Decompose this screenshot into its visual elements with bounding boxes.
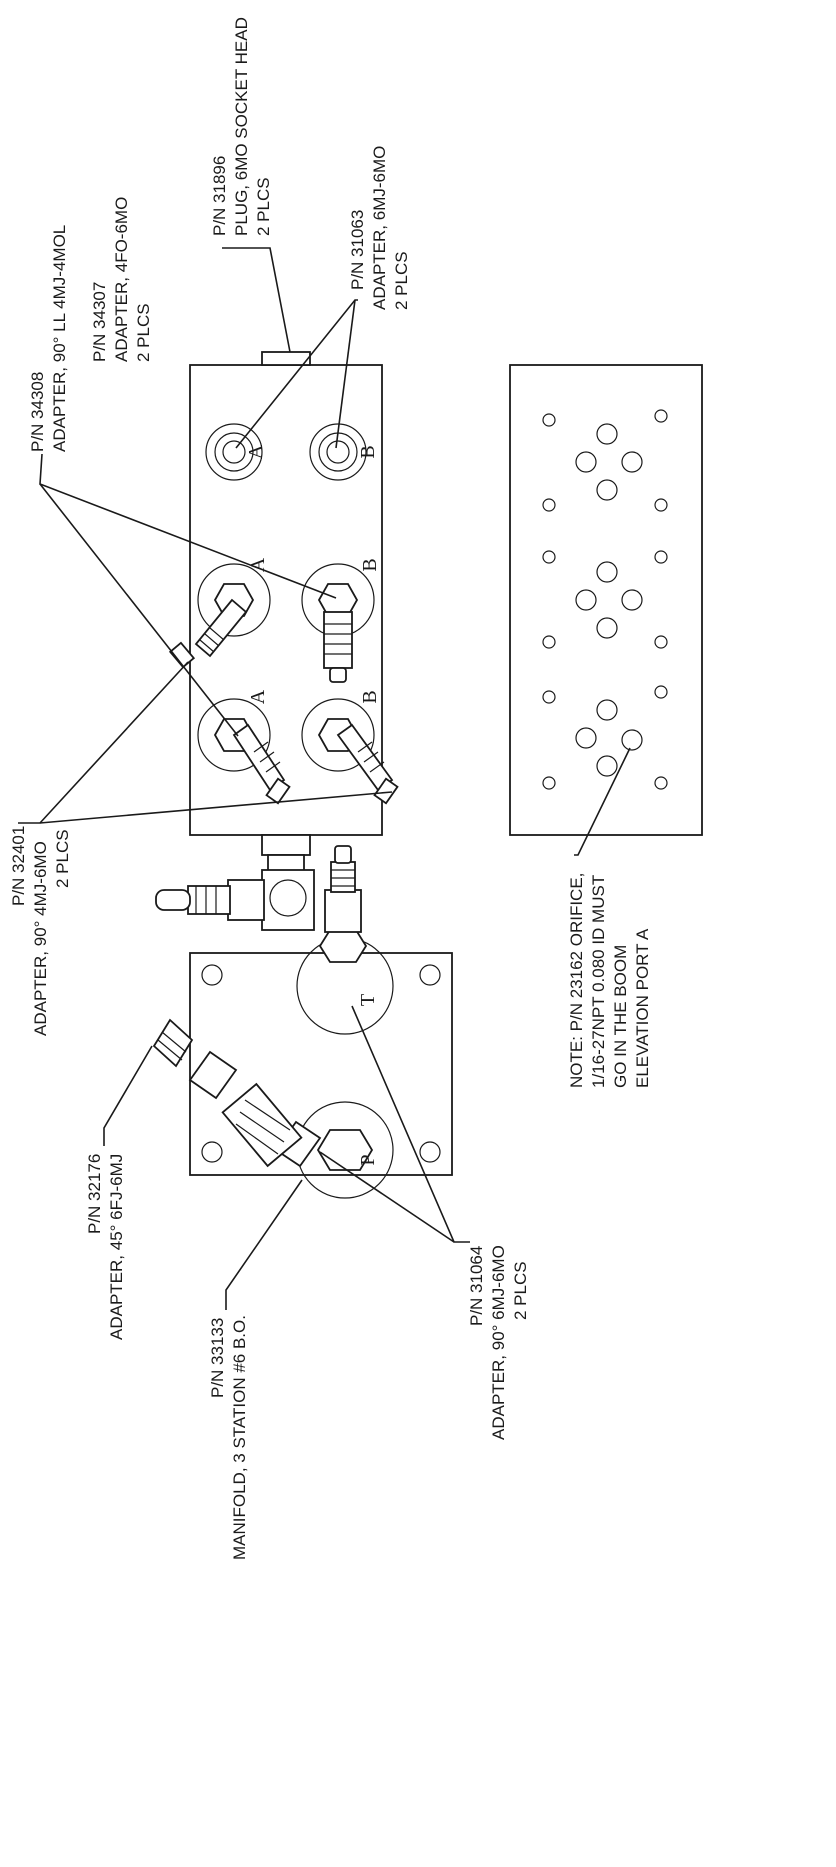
port-label-b2: B	[359, 558, 381, 571]
callout-p34307-line1: P/N 34307	[90, 282, 109, 362]
station-1-ports	[205, 423, 367, 481]
port-label-b1: B	[357, 445, 379, 458]
port-label-b3: B	[359, 690, 381, 703]
callout-p31896-line1: P/N 31896	[210, 156, 229, 236]
fittings-small-block	[152, 845, 374, 1171]
callout-p31064-line3: 2 PLCS	[511, 1261, 530, 1320]
callout-p33133: P/N 33133 MANIFOLD, 3 STATION #6 B.O.	[208, 1315, 249, 1560]
note-orifice: NOTE: P/N 23162 ORIFICE, 1/16-27NPT 0.08…	[567, 873, 652, 1088]
port-label-a1: A	[245, 444, 267, 459]
callout-p34308-line1: P/N 34308	[28, 372, 47, 452]
callout-p34307: P/N 34307 ADAPTER, 4FO-6MO 2 PLCS	[90, 197, 153, 362]
callout-p31063-line3: 2 PLCS	[392, 251, 411, 310]
callout-p34307-line2: ADAPTER, 4FO-6MO	[112, 197, 131, 362]
callout-p31063-line1: P/N 31063	[348, 210, 367, 290]
callout-p31064-line2: ADAPTER, 90° 6MJ-6MO	[489, 1245, 508, 1440]
note-line4: ELEVATION PORT A	[633, 928, 652, 1088]
callout-p31064: P/N 31064 ADAPTER, 90° 6MJ-6MO 2 PLCS	[467, 1245, 530, 1440]
port-label-t: T	[357, 994, 379, 1006]
callout-p31064-line1: P/N 31064	[467, 1246, 486, 1326]
callout-p34307-line3: 2 PLCS	[134, 303, 153, 362]
callout-p31896-line3: 2 PLCS	[254, 177, 273, 236]
callout-p32401: P/N 32401 ADAPTER, 90° 4MJ-6MO 2 PLCS	[9, 826, 72, 1036]
callout-p33133-line1: P/N 33133	[208, 1318, 227, 1398]
callout-p33133-line2: MANIFOLD, 3 STATION #6 B.O.	[230, 1315, 249, 1560]
note-line3: GO IN THE BOOM	[611, 945, 630, 1088]
note-line1: NOTE: P/N 23162 ORIFICE,	[567, 873, 586, 1088]
port-label-a2: A	[247, 557, 269, 572]
callout-p31063-line2: ADAPTER, 6MJ-6MO	[370, 146, 389, 310]
callout-p32401-line3: 2 PLCS	[53, 829, 72, 888]
side-elbow-fitting	[155, 869, 315, 931]
callout-p32176-line1: P/N 32176	[85, 1154, 104, 1234]
callout-p31063: P/N 31063 ADAPTER, 6MJ-6MO 2 PLCS	[348, 146, 411, 310]
callout-p32176: P/N 32176 ADAPTER, 45° 6FJ-6MJ	[85, 1154, 126, 1340]
port-label-p: P	[357, 1154, 379, 1165]
callout-p32176-line2: ADAPTER, 45° 6FJ-6MJ	[107, 1154, 126, 1340]
port-label-a3: A	[247, 689, 269, 704]
leader-lines	[18, 247, 631, 1310]
callout-p32401-line2: ADAPTER, 90° 4MJ-6MO	[31, 841, 50, 1036]
port-letters: A B A B A B T P	[245, 444, 381, 1165]
callout-p31896: P/N 31896 PLUG, 6MO SOCKET HEAD 2 PLCS	[210, 17, 273, 236]
subplate-pattern	[509, 364, 703, 836]
callout-p34308: P/N 34308 ADAPTER, 90° LL 4MJ-4MOL	[28, 225, 69, 452]
note-line2: 1/16-27NPT 0.080 ID MUST	[589, 875, 608, 1088]
callout-p32401-line1: P/N 32401	[9, 826, 28, 906]
callout-p31896-line2: PLUG, 6MO SOCKET HEAD	[232, 17, 251, 236]
callout-p34308-line2: ADAPTER, 90° LL 4MJ-4MOL	[50, 225, 69, 452]
station-2-ports	[168, 563, 375, 683]
